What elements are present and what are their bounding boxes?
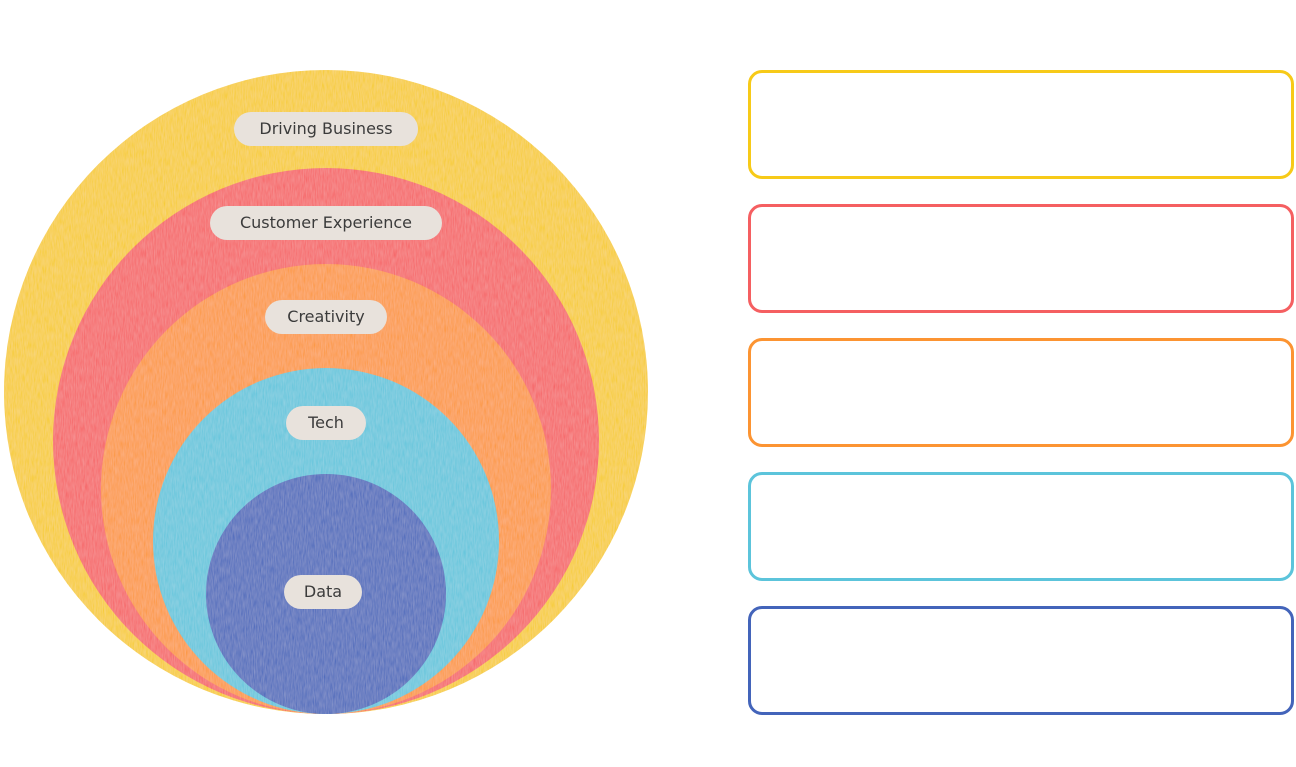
label-customer-experience: Customer Experience: [210, 206, 442, 240]
note-box-creativity[interactable]: [748, 338, 1294, 447]
nested-circles-diagram: [4, 70, 648, 714]
label-creativity: Creativity: [265, 300, 387, 334]
label-driving-business: Driving Business: [234, 112, 418, 146]
note-box-tech[interactable]: [748, 472, 1294, 581]
note-box-customer-experience[interactable]: [748, 204, 1294, 313]
note-box-driving-business[interactable]: [748, 70, 1294, 179]
note-box-data[interactable]: [748, 606, 1294, 715]
label-data: Data: [284, 575, 362, 609]
label-tech: Tech: [286, 406, 366, 440]
